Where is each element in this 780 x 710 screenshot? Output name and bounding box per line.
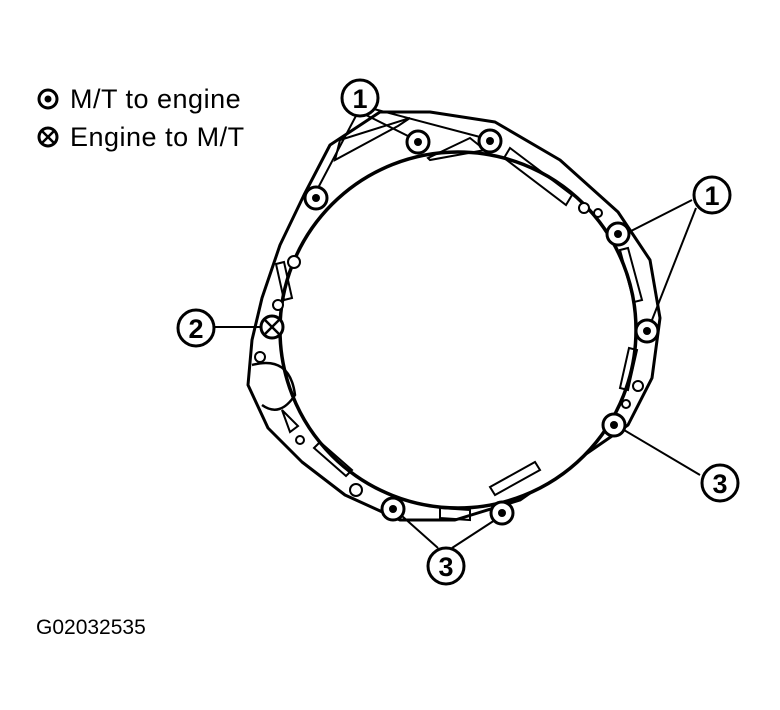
callout-3a: 3 [700,463,740,503]
bolt-dot-icon [634,318,660,344]
bolt-dot-icon [605,221,631,247]
bolt-dot-icon [489,500,515,526]
bolt-dot-icon [380,496,406,522]
legend-item-mt-to-engine: M/T to engine [36,80,245,118]
legend-label: M/T to engine [70,83,242,114]
bolt-dot-icon [303,185,329,211]
locator-holes [254,202,644,497]
bolt-dot-icon [477,128,503,154]
figure-id: G02032535 [36,616,146,639]
bolt-dot-icon [405,129,431,155]
bolt-cross-icon [259,314,285,340]
callout-number: 3 [712,469,727,499]
legend: M/T to engine Engine to M/T [36,80,245,156]
bolt-markers [259,128,660,526]
callout-number: 2 [188,314,203,344]
starter-notch [251,361,297,411]
callout-2: 2 [176,308,216,348]
bolt-cross-icon [37,126,59,148]
bolt-dot-icon [601,412,627,438]
legend-item-engine-to-mt: Engine to M/T [36,118,245,156]
legend-label: Engine to M/T [70,121,245,152]
callout-number: 3 [438,552,453,582]
callout-1a: 1 [340,78,380,118]
callout-number: 1 [352,84,367,114]
bolt-dot-icon [37,88,59,110]
leader-lines [214,107,701,549]
callout-1b: 1 [692,175,732,215]
callout-3b: 3 [426,546,466,586]
callout-number: 1 [704,181,719,211]
